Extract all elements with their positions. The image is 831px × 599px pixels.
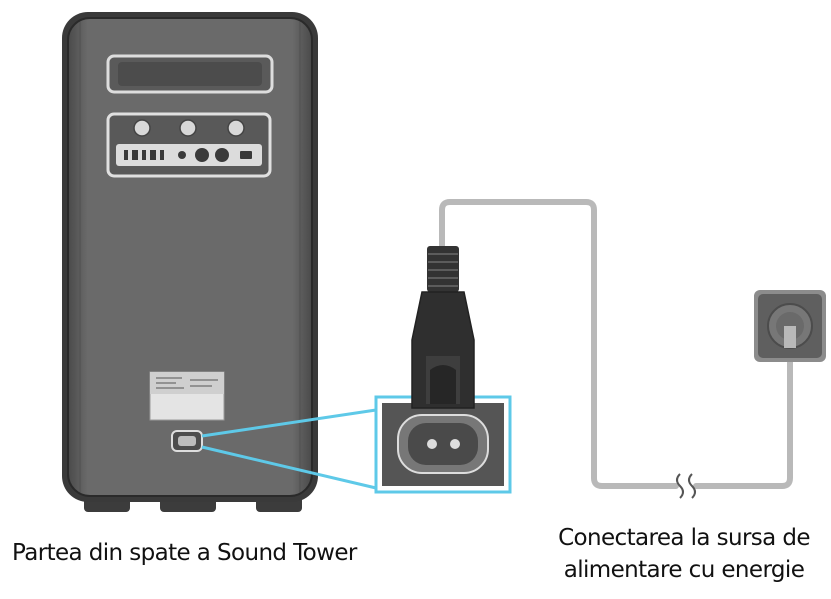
speaker-power-inlet — [171, 430, 203, 452]
aux-out-port-icon — [215, 148, 229, 162]
usb-slot-icon — [240, 151, 252, 159]
speaker-handle — [106, 54, 274, 94]
connector-panel — [106, 112, 272, 178]
inlet-zoom-box — [374, 395, 512, 494]
power-connection-caption: Conectarea la sursa de alimentare cu ene… — [548, 522, 820, 586]
speaker-back-caption: Partea din spate a Sound Tower — [12, 540, 357, 566]
power-connection-caption-line1: Conectarea la sursa de — [558, 525, 810, 551]
zoom-callout-lines — [201, 408, 377, 490]
wall-outlet-icon — [754, 290, 826, 362]
power-connection-caption-line2: alimentare cu energie — [563, 557, 805, 583]
power-cable — [439, 199, 793, 489]
power-plug-icon — [411, 246, 475, 409]
aux-in-port-icon — [195, 148, 209, 162]
volume-button-icon — [179, 119, 197, 137]
cable-break-icon — [676, 473, 696, 499]
usb-port-icon — [178, 151, 186, 159]
power-button-icon — [133, 119, 151, 137]
rating-label — [149, 371, 225, 421]
pairing-button-icon — [227, 119, 245, 137]
inlet-pin-right-icon — [450, 439, 460, 449]
inlet-pin-left-icon — [427, 439, 437, 449]
